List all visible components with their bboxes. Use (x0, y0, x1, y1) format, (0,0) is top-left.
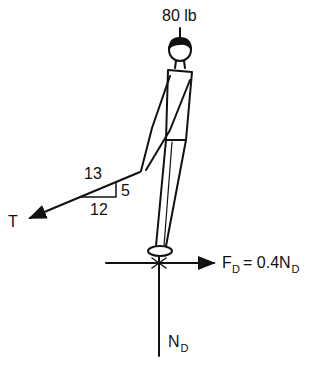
force-label: N (168, 334, 180, 350)
hair (169, 38, 191, 48)
subscript: D (232, 264, 240, 275)
slope-number: 12 (90, 202, 108, 218)
feet (148, 246, 172, 256)
arm (141, 76, 170, 171)
normal-force-line (158, 256, 160, 356)
force-label: F (222, 255, 232, 271)
force-label: 80 lb (162, 8, 197, 24)
subscript: D (292, 264, 300, 275)
force-label: = 0.4N (243, 255, 291, 271)
slope-triangle (80, 182, 116, 197)
force-label: T (8, 214, 18, 230)
slope-number: 13 (84, 166, 102, 182)
neck (175, 61, 185, 68)
legs (156, 140, 186, 246)
subscript: D (181, 343, 189, 354)
leg-seam (164, 142, 172, 246)
slope-number: 5 (121, 183, 130, 199)
